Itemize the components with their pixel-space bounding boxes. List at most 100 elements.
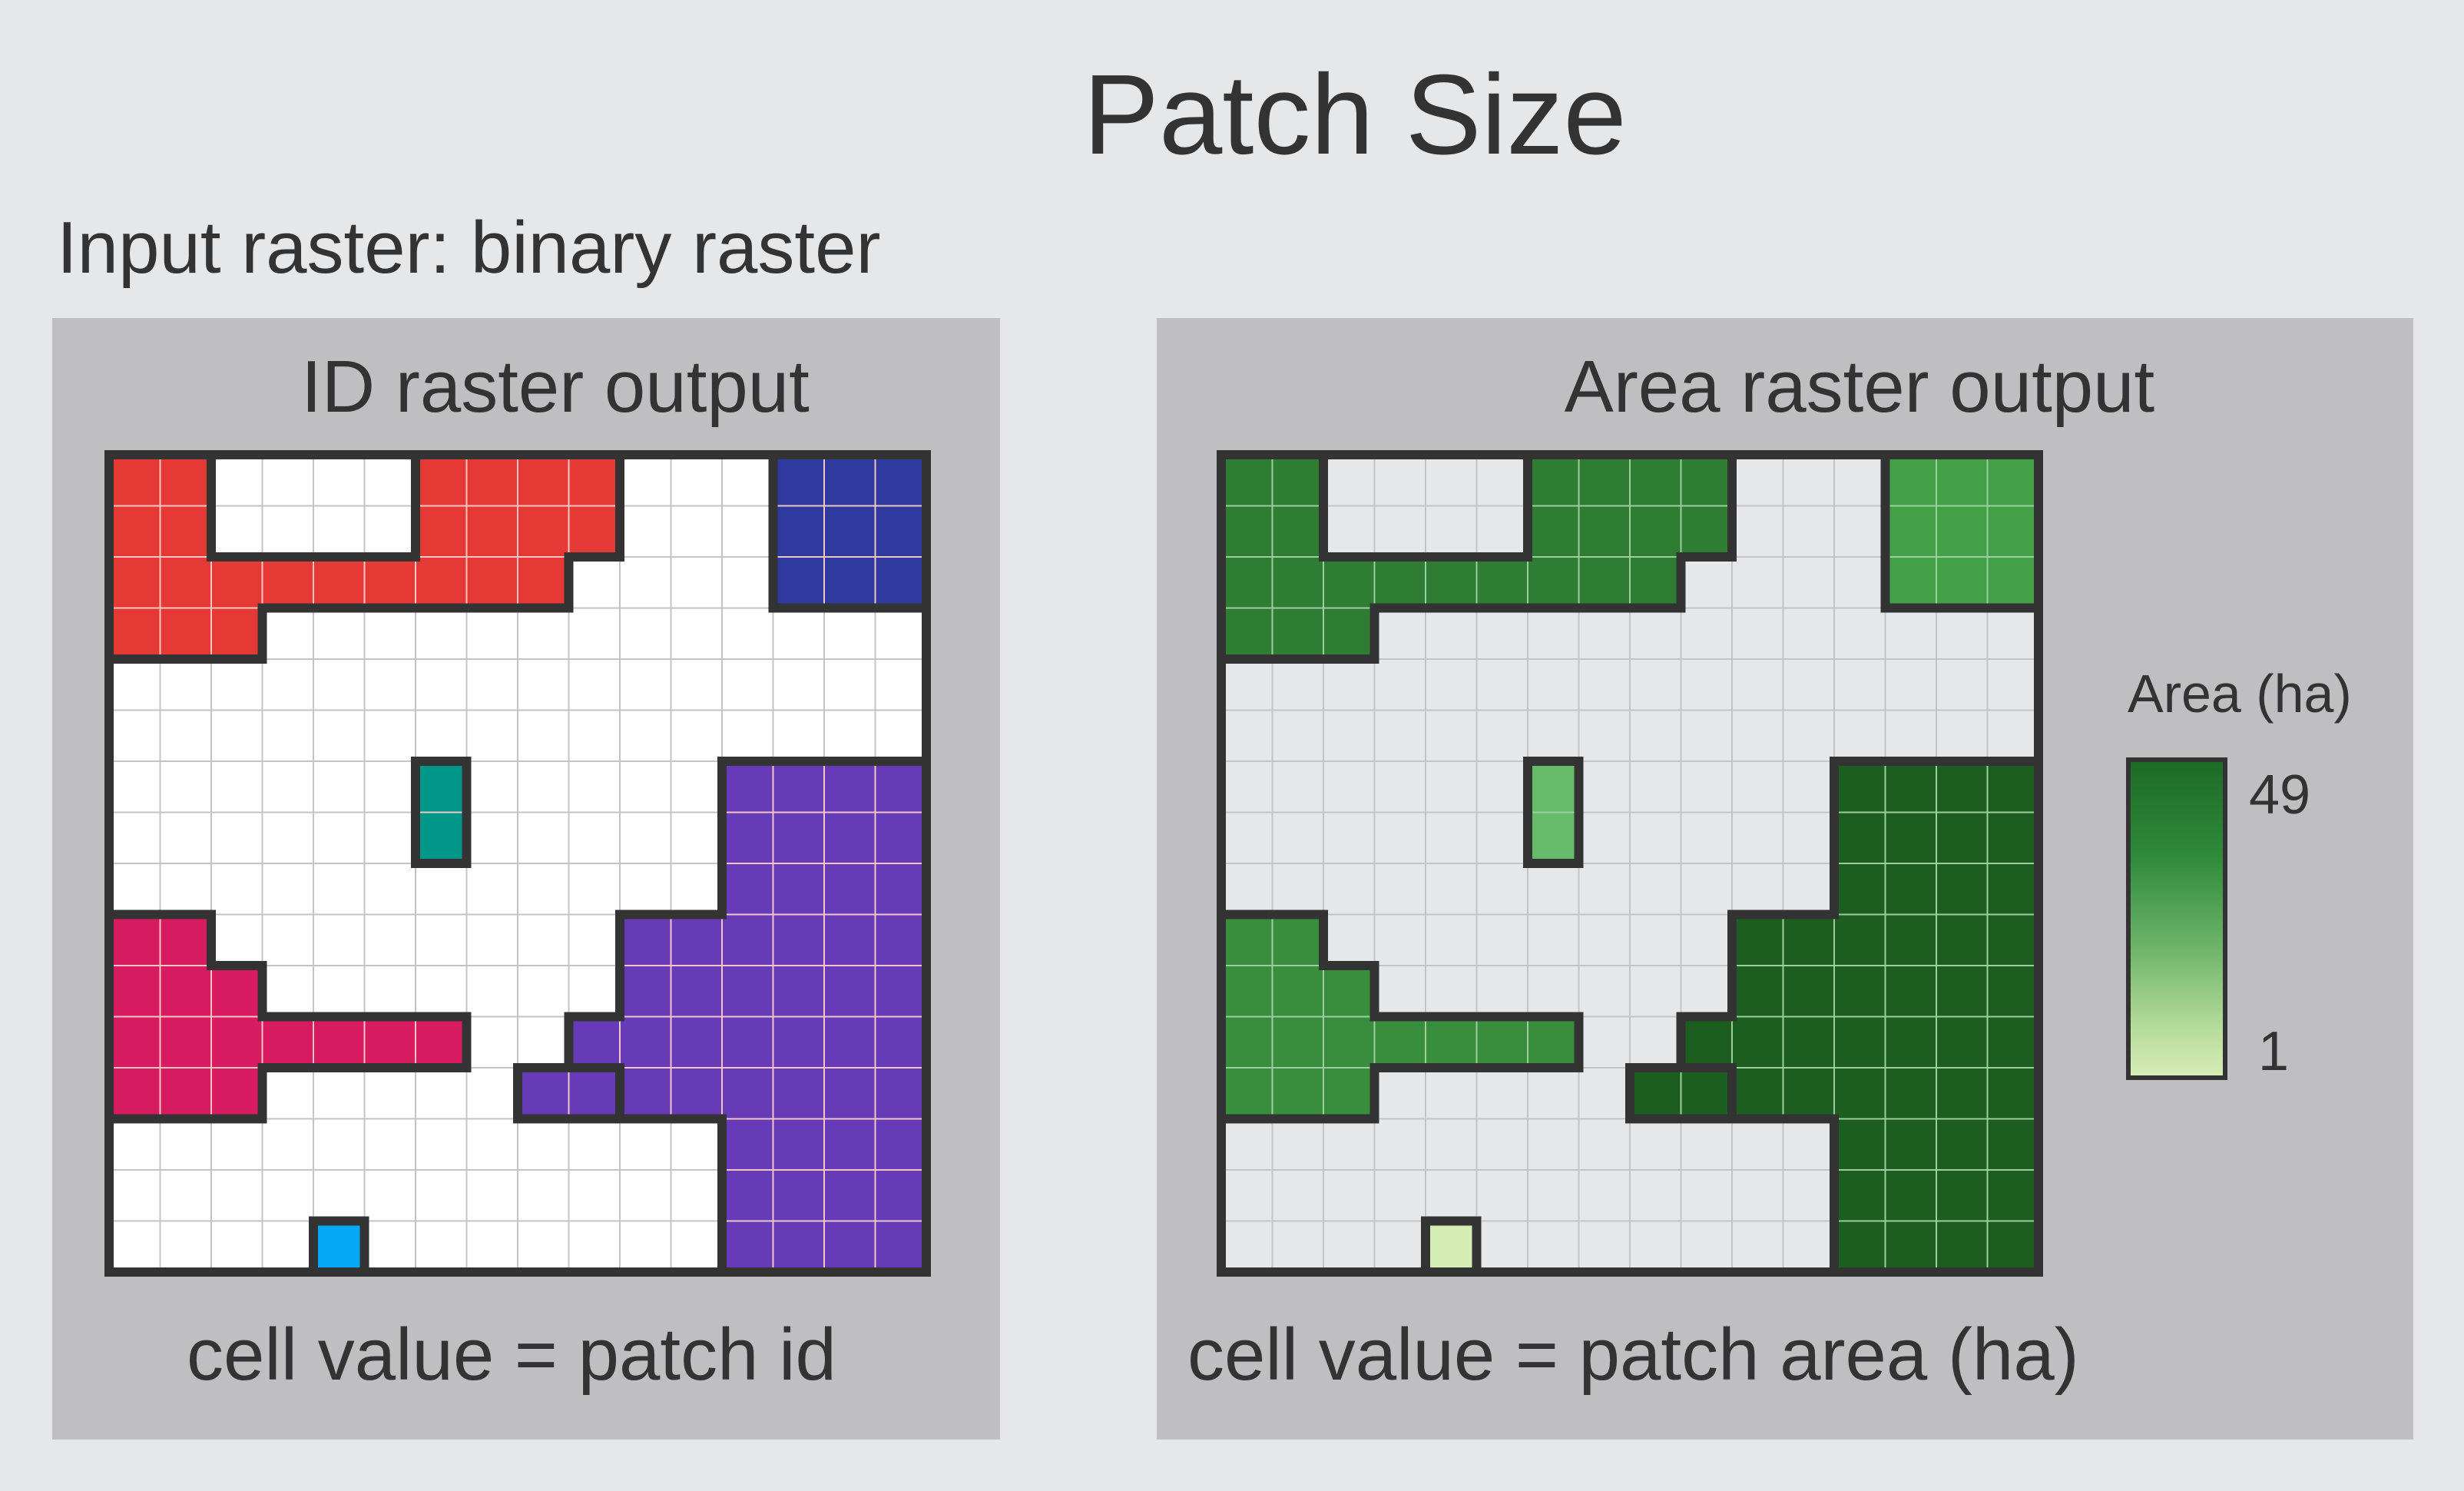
id-raster-cell <box>363 863 416 916</box>
area-raster-cell <box>1271 1118 1324 1171</box>
area-raster-cell <box>1680 658 1733 711</box>
id-raster-grid <box>104 450 931 1277</box>
area-raster-cell <box>1425 1118 1478 1171</box>
area-raster-cell <box>1323 658 1376 711</box>
area-raster-cell <box>1475 1169 1528 1222</box>
area-raster-cell <box>1578 709 1631 762</box>
area-raster-cell <box>1373 965 1426 1018</box>
id-raster-cell <box>108 965 161 1018</box>
id-raster-cell <box>415 760 468 813</box>
area-raster-cell <box>1986 1220 2039 1273</box>
id-raster-cell <box>415 863 468 916</box>
id-raster-cell <box>619 965 672 1018</box>
id-raster-cell <box>363 965 416 1018</box>
area-raster-cell <box>1731 1169 1784 1222</box>
id-raster-cell <box>772 811 825 864</box>
area-raster-cell <box>1680 760 1733 813</box>
id-raster-cell <box>568 658 621 711</box>
area-raster-cell <box>1425 556 1478 609</box>
id-raster-cell <box>619 1016 672 1069</box>
id-raster-cell <box>313 1220 366 1273</box>
id-raster-cell <box>619 1067 672 1120</box>
id-raster-cell <box>261 658 314 711</box>
id-raster-cell <box>465 1169 518 1222</box>
area-raster-cell <box>1782 760 1835 813</box>
id-raster-cell <box>721 454 774 507</box>
area-raster-cell <box>1731 1220 1784 1273</box>
id-raster-cell <box>261 811 314 864</box>
area-raster-cell <box>1782 811 1835 864</box>
area-raster-cell <box>1833 505 1886 558</box>
area-raster-cell <box>1271 965 1324 1018</box>
area-raster-cell <box>1986 709 2039 762</box>
id-raster-cell <box>874 1118 927 1171</box>
area-raster-cell <box>1629 863 1682 916</box>
id-raster-cell <box>313 965 366 1018</box>
id-raster-cell <box>568 965 621 1018</box>
id-raster-cell <box>517 1169 570 1222</box>
id-raster-cell <box>415 709 468 762</box>
id-raster-cell <box>159 760 212 813</box>
area-raster-frame <box>1217 450 2043 1277</box>
area-raster-cell <box>1373 607 1426 660</box>
area-raster-cell <box>1425 863 1478 916</box>
id-raster-cell <box>465 913 518 966</box>
area-raster-cell <box>1936 1220 1989 1273</box>
id-raster-cell <box>210 863 263 916</box>
area-color-ramp <box>2126 757 2227 1080</box>
id-raster-cell <box>465 556 518 609</box>
id-raster-cell <box>210 1067 263 1120</box>
area-raster-cell <box>1680 965 1733 1018</box>
area-raster-cell <box>1936 1169 1989 1222</box>
area-raster-cell <box>1986 760 2039 813</box>
area-raster-cell <box>1884 1016 1937 1069</box>
id-raster-cell <box>568 811 621 864</box>
area-raster-cell <box>1578 913 1631 966</box>
id-raster-cell <box>874 1016 927 1069</box>
id-raster-cell <box>108 556 161 609</box>
area-raster-cell <box>1271 505 1324 558</box>
area-raster-cell <box>1731 607 1784 660</box>
id-raster-cell <box>465 863 518 916</box>
id-raster-cell <box>874 913 927 966</box>
area-raster-cell <box>1680 1016 1733 1069</box>
area-raster-cell <box>1986 811 2039 864</box>
area-raster-cell <box>1373 863 1426 916</box>
area-raster-cell <box>1680 454 1733 507</box>
area-raster-cell <box>1629 913 1682 966</box>
area-raster-cell <box>1271 760 1324 813</box>
id-raster-cell <box>619 454 672 507</box>
id-raster-cell <box>517 811 570 864</box>
id-raster-cell <box>619 1169 672 1222</box>
area-raster-cell <box>1475 658 1528 711</box>
area-raster-cell <box>1527 913 1580 966</box>
id-raster-cell <box>108 760 161 813</box>
area-raster-cell <box>1425 1016 1478 1069</box>
area-raster-cell <box>1782 1118 1835 1171</box>
id-raster-cell <box>568 1118 621 1171</box>
area-raster-cell <box>1680 913 1733 966</box>
area-raster-cell <box>1884 709 1937 762</box>
input-raster-label: Input raster: binary raster <box>57 207 881 289</box>
area-raster-cell <box>1884 760 1937 813</box>
id-raster-cell <box>670 863 723 916</box>
area-raster-cell <box>1323 1118 1376 1171</box>
area-raster-cell <box>1936 760 1989 813</box>
area-raster-cell <box>1578 505 1631 558</box>
id-raster-cell <box>261 1169 314 1222</box>
area-raster-cell <box>1986 1169 2039 1222</box>
area-raster-cell <box>1680 1169 1733 1222</box>
id-raster-cell <box>363 607 416 660</box>
id-raster-cell <box>568 863 621 916</box>
id-raster-cell <box>465 760 518 813</box>
area-raster-cell <box>1731 505 1784 558</box>
id-raster-cell <box>415 1220 468 1273</box>
area-raster-cell <box>1884 811 1937 864</box>
id-raster-cell <box>261 1220 314 1273</box>
area-raster-cell <box>1731 913 1784 966</box>
area-raster-cell <box>1884 1169 1937 1222</box>
id-raster-cell <box>670 1118 723 1171</box>
id-raster-cell <box>159 1220 212 1273</box>
area-raster-cell <box>1271 1169 1324 1222</box>
area-raster-cell <box>1475 607 1528 660</box>
